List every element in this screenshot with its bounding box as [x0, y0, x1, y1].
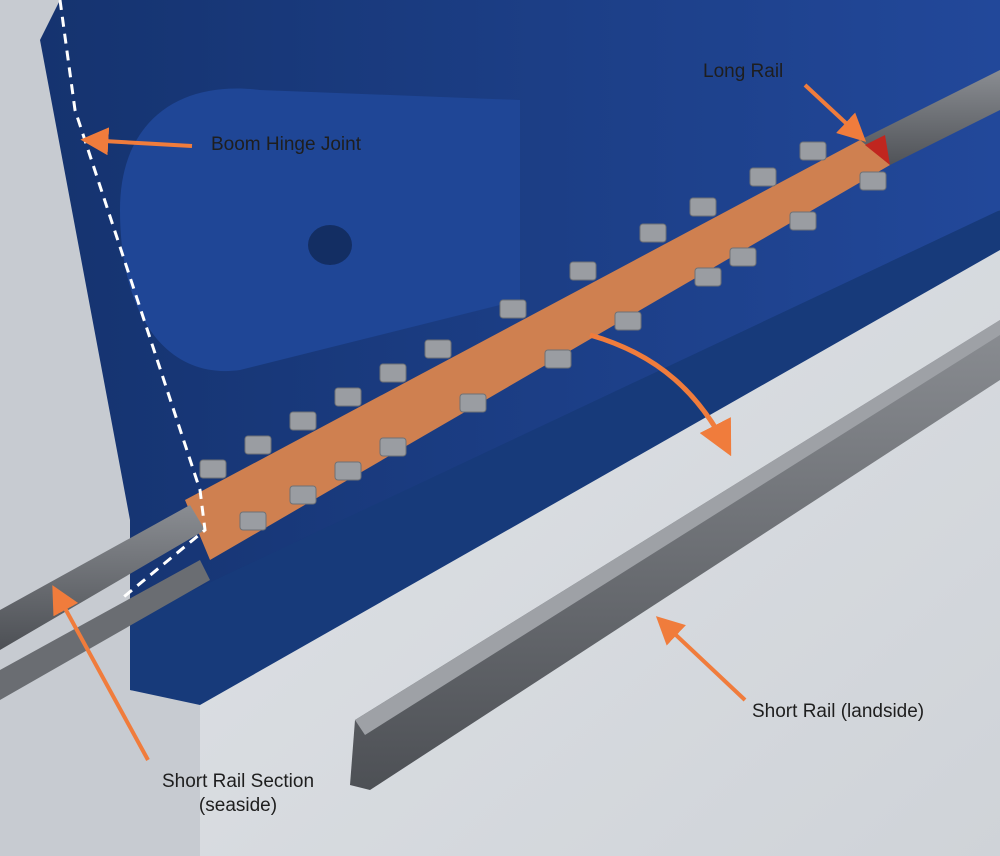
label-long-rail: Long Rail — [703, 61, 784, 82]
label-short-rail-section: Short Rail Section (seaside) — [148, 770, 328, 818]
short-rail-section-seaside-lower — [0, 560, 210, 700]
short-rail-landside — [350, 320, 1000, 790]
arrow-long-rail — [803, 83, 867, 142]
arrow-rail-removal — [589, 332, 732, 457]
short-rail-section-seaside — [0, 505, 205, 650]
arrow-short-rail-landside — [655, 616, 747, 702]
hinge-pin-hole — [308, 225, 352, 265]
label-short-rail-landside: Short Rail (landside) — [752, 701, 925, 722]
arrow-short-rail-section — [52, 585, 150, 761]
copper-plate — [185, 140, 890, 560]
joint-marker — [865, 135, 890, 165]
boom-front-face — [130, 210, 1000, 705]
long-rail — [860, 70, 1000, 170]
arrow-boom-hinge-joint — [80, 127, 193, 156]
short-rail-landside-top — [355, 320, 1000, 735]
label-short-rail-section-line1: Short Rail Section — [161, 771, 315, 792]
label-short-rail-section-line2: (seaside) — [198, 795, 278, 816]
label-boom-hinge-joint: Boom Hinge Joint — [211, 134, 361, 155]
hinge-dashed-outline — [58, 0, 207, 602]
bolt-clips — [199, 141, 887, 531]
